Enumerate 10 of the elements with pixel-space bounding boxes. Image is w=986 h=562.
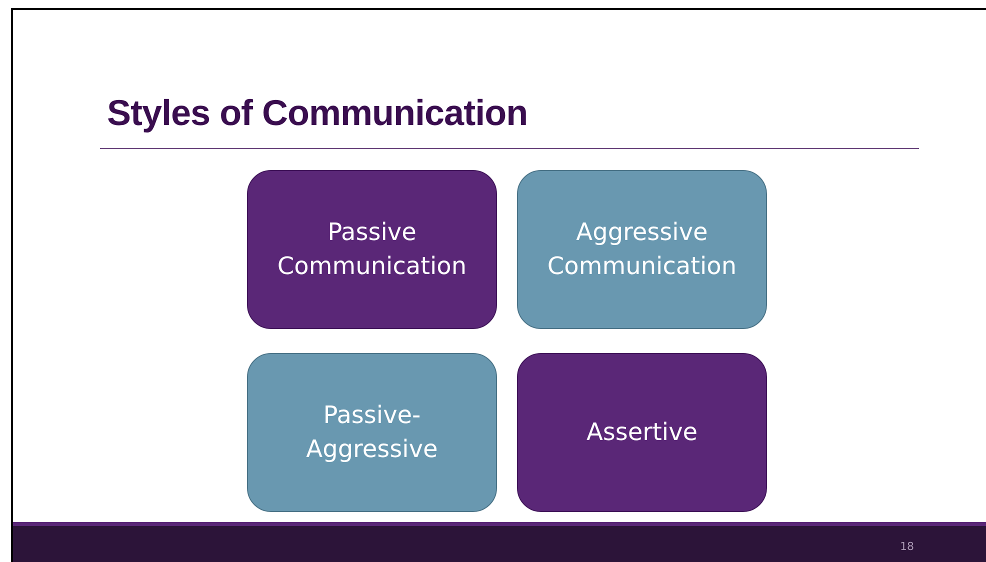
slide-title: Styles of Communication xyxy=(107,92,528,134)
rounded-box xyxy=(247,170,497,329)
rounded-box xyxy=(247,353,497,512)
box-label: Assertive xyxy=(586,416,698,448)
box-label: Aggressive Communication xyxy=(546,216,738,282)
page-number: 18 xyxy=(900,540,914,553)
box-label: Passive Communication xyxy=(276,216,468,282)
box-label: Passive-Aggressive xyxy=(305,400,439,464)
rounded-box xyxy=(517,353,767,512)
rounded-box xyxy=(517,170,767,329)
